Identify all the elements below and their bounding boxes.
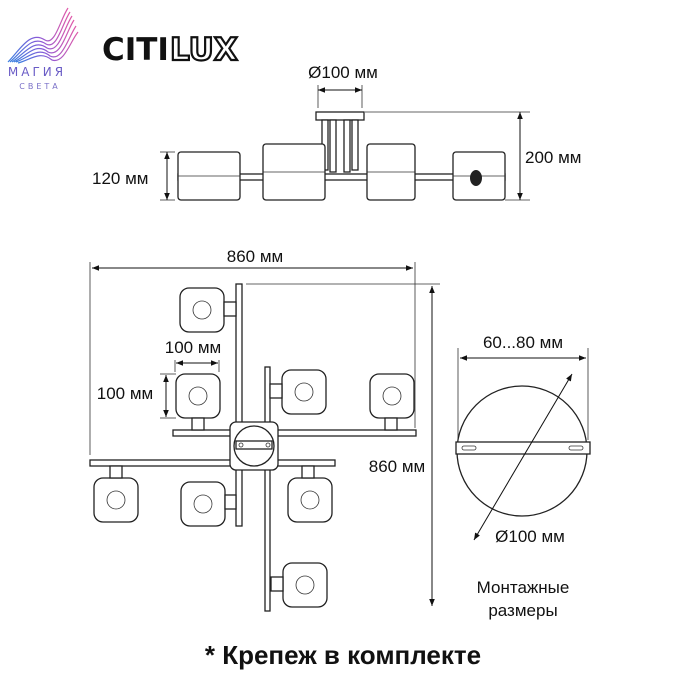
shade-top <box>369 373 415 431</box>
magia-text: МАГИЯ <box>8 65 66 79</box>
shade-depth-label: 100 мм <box>97 384 153 403</box>
plan-width-label: 860 мм <box>227 247 283 266</box>
shade-top <box>269 369 327 415</box>
shade-top <box>180 481 237 527</box>
shade-top <box>179 287 237 333</box>
plan-depth-label: 860 мм <box>369 457 425 476</box>
citilux-part2: LUX <box>170 32 238 68</box>
plan-view: 860 мм 860 мм 100 мм 100 мм <box>89 247 440 612</box>
bar-range-label: 60...80 мм <box>483 333 563 352</box>
shade-height-label: 120 мм <box>92 169 148 188</box>
mounting-view: 60...80 мм Ø100 мм Монтажные размеры <box>455 333 591 620</box>
footer-note: * Крепеж в комплекте <box>205 640 481 670</box>
mounting-caption-2: размеры <box>488 601 557 620</box>
plate-diameter-label: Ø100 мм <box>495 527 565 546</box>
canopy-diameter-label: Ø100 мм <box>308 63 378 82</box>
shade-top <box>93 465 139 523</box>
side-view: Ø100 мм 200 мм 120 мм <box>92 63 581 201</box>
shade-width-label: 100 мм <box>165 338 221 357</box>
shade-top <box>270 562 328 608</box>
total-height-label: 200 мм <box>525 148 581 167</box>
shade-top <box>175 373 221 431</box>
citilux-logo: CITI LUX <box>102 31 239 69</box>
sveta-text: СВЕТА <box>19 82 61 91</box>
magia-sveta-logo: МАГИЯ СВЕТА <box>7 7 79 91</box>
mounting-caption-1: Монтажные <box>477 578 570 597</box>
shade-top <box>287 465 333 523</box>
citilux-part1: CITI <box>102 32 169 68</box>
